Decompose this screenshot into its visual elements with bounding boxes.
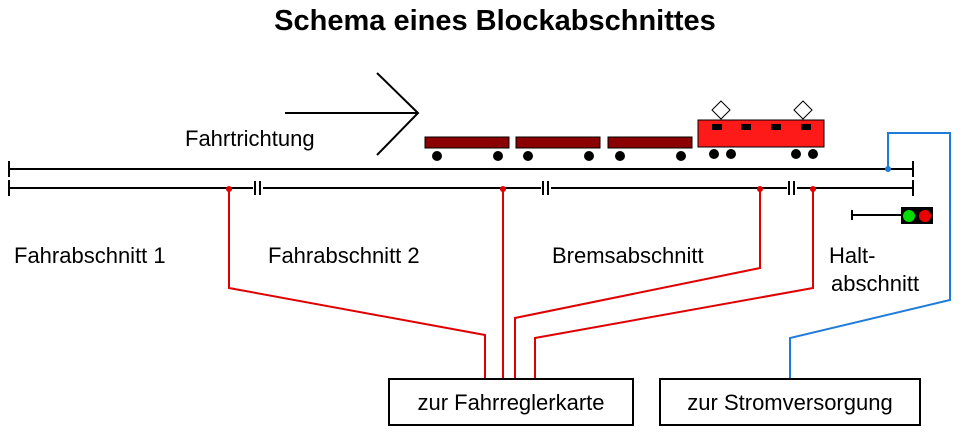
rail-joint-3 bbox=[787, 181, 797, 195]
signal-red-light bbox=[919, 210, 931, 222]
power-box-label: zur Stromversorgung bbox=[687, 390, 892, 415]
feed-point-2 bbox=[500, 186, 506, 192]
diagram-title: Schema eines Blockabschnittes bbox=[274, 5, 716, 37]
rail-lower bbox=[8, 180, 914, 196]
train bbox=[424, 100, 825, 161]
wire-fahrabschnitt-1 bbox=[228, 189, 486, 379]
wagon-2 bbox=[515, 136, 601, 161]
direction-arrow bbox=[285, 72, 420, 156]
section-label-fahrabschnitt-2: Fahrabschnitt 2 bbox=[268, 243, 420, 268]
signal-green-light bbox=[903, 210, 915, 222]
wire-haltabschnitt bbox=[534, 189, 814, 379]
wagon-3 bbox=[607, 136, 693, 161]
section-label-bremsabschnitt: Bremsabschnitt bbox=[552, 243, 704, 268]
feed-point-4 bbox=[810, 186, 816, 192]
controller-box: zur Fahrreglerkarte bbox=[388, 378, 634, 426]
section-label-haltabschnitt-line2: abschnitt bbox=[831, 271, 919, 296]
power-box: zur Stromversorgung bbox=[659, 378, 921, 426]
feed-point-3 bbox=[757, 186, 763, 192]
section-label-haltabschnitt-line1: Halt- bbox=[829, 243, 875, 268]
feed-point-1 bbox=[226, 186, 232, 192]
power-feed-point bbox=[885, 166, 891, 172]
rail-joint-2 bbox=[541, 181, 551, 195]
wire-bremsabschnitt bbox=[514, 189, 761, 379]
controller-box-label: zur Fahrreglerkarte bbox=[417, 390, 604, 415]
signal bbox=[851, 207, 933, 224]
rail-joint-1 bbox=[253, 181, 263, 195]
control-wires bbox=[226, 186, 816, 379]
section-label-fahrabschnitt-1: Fahrabschnitt 1 bbox=[14, 243, 166, 268]
direction-label: Fahrtrichtung bbox=[185, 126, 315, 151]
wagon-1 bbox=[424, 136, 510, 161]
locomotive bbox=[697, 100, 825, 159]
rail-upper bbox=[8, 161, 914, 177]
power-wire bbox=[789, 132, 951, 379]
